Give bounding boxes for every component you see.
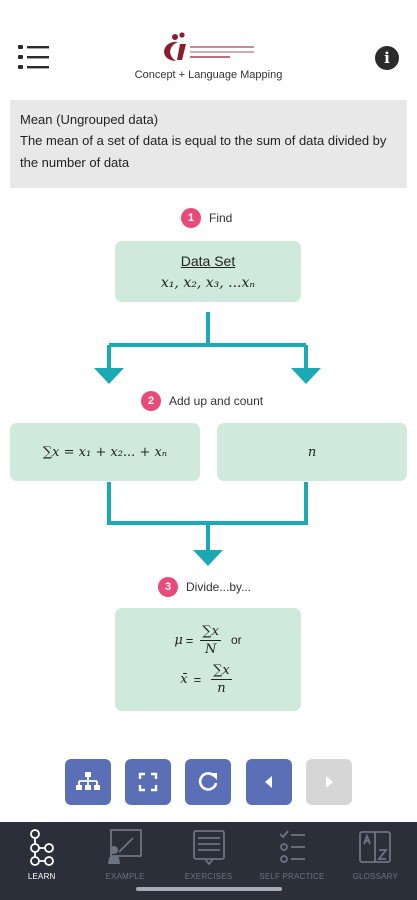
nav-learn-label: LEARN	[27, 872, 56, 881]
arrow-head-left	[94, 368, 124, 384]
refresh-button[interactable]	[185, 759, 231, 805]
arrow-head-right	[291, 368, 321, 384]
next-icon	[326, 776, 333, 788]
sitemap-button[interactable]	[65, 759, 111, 805]
nav-exercises-label: EXERCISES	[184, 872, 233, 881]
step-3-badge: 3	[158, 577, 178, 597]
definition-title: Mean (Ungrouped data)	[20, 112, 159, 127]
sitemap-icon	[76, 772, 100, 790]
step-2-badge: 2	[141, 391, 161, 411]
list-menu-icon	[18, 45, 49, 69]
sum-formula: ∑x = x₁ + x₂... + xₙ	[42, 444, 168, 460]
mean-formula-box[interactable]: μ = ∑x N or x̄ = ∑x n	[115, 608, 301, 711]
next-button[interactable]	[306, 759, 352, 805]
flowchart-icon	[29, 829, 54, 866]
fullscreen-icon	[138, 772, 158, 792]
definition-box: Mean (Ungrouped data) The mean of a set …	[10, 100, 407, 188]
step-1-badge: 1	[181, 208, 201, 228]
step-2-text: Add up and count	[169, 394, 264, 408]
nav-self-practice[interactable]: SELF PRACTICE	[250, 822, 333, 900]
nav-example-label: EXAMPLE	[105, 872, 145, 881]
count-box[interactable]: n	[217, 423, 407, 481]
fullscreen-button[interactable]	[125, 759, 171, 805]
home-indicator	[136, 887, 282, 891]
or-text: or	[231, 633, 242, 647]
nav-exercises[interactable]: EXERCISES	[167, 822, 250, 900]
data-set-title: Data Set	[180, 252, 236, 269]
count-formula: n	[307, 444, 317, 460]
nav-self-practice-label: SELF PRACTICE	[259, 872, 325, 881]
step-1-text: Find	[209, 211, 233, 225]
step-3-label: 3 Divide...by...	[158, 576, 251, 598]
sample-mean-formula: x̄ = ∑x n	[180, 662, 232, 696]
step-3-text: Divide...by...	[186, 580, 252, 594]
dictionary-icon	[359, 831, 392, 863]
previous-icon	[265, 776, 272, 788]
nav-learn[interactable]: LEARN	[0, 822, 83, 900]
definition-text: The mean of a set of data is equal to th…	[20, 133, 387, 170]
college-logo	[150, 30, 260, 70]
arrow-head-center	[193, 550, 223, 566]
data-set-formula: x₁, x₂, x₃, ...xₙ	[160, 274, 256, 291]
nav-example[interactable]: EXAMPLE	[83, 822, 166, 900]
checklist-icon	[279, 830, 305, 863]
population-mean-formula: μ = ∑x N or	[174, 623, 242, 657]
app-header: Concept + Language Mapping i	[0, 0, 417, 92]
menu-button[interactable]	[18, 44, 50, 72]
refresh-icon	[198, 772, 218, 791]
exercise-book-icon	[192, 830, 225, 866]
app-subtitle: Concept + Language Mapping	[134, 69, 283, 81]
step-1-label: 1 Find	[181, 207, 232, 229]
presentation-icon	[108, 829, 143, 864]
previous-button[interactable]	[246, 759, 292, 805]
sum-box[interactable]: ∑x = x₁ + x₂... + xₙ	[10, 423, 200, 481]
step-2-label: 2 Add up and count	[141, 390, 263, 412]
nav-glossary-label: GLOSSARY	[352, 872, 399, 881]
data-set-box[interactable]: Data Set x₁, x₂, x₃, ...xₙ	[115, 241, 301, 302]
info-icon[interactable]: i	[375, 46, 399, 70]
nav-glossary[interactable]: GLOSSARY	[334, 822, 417, 900]
